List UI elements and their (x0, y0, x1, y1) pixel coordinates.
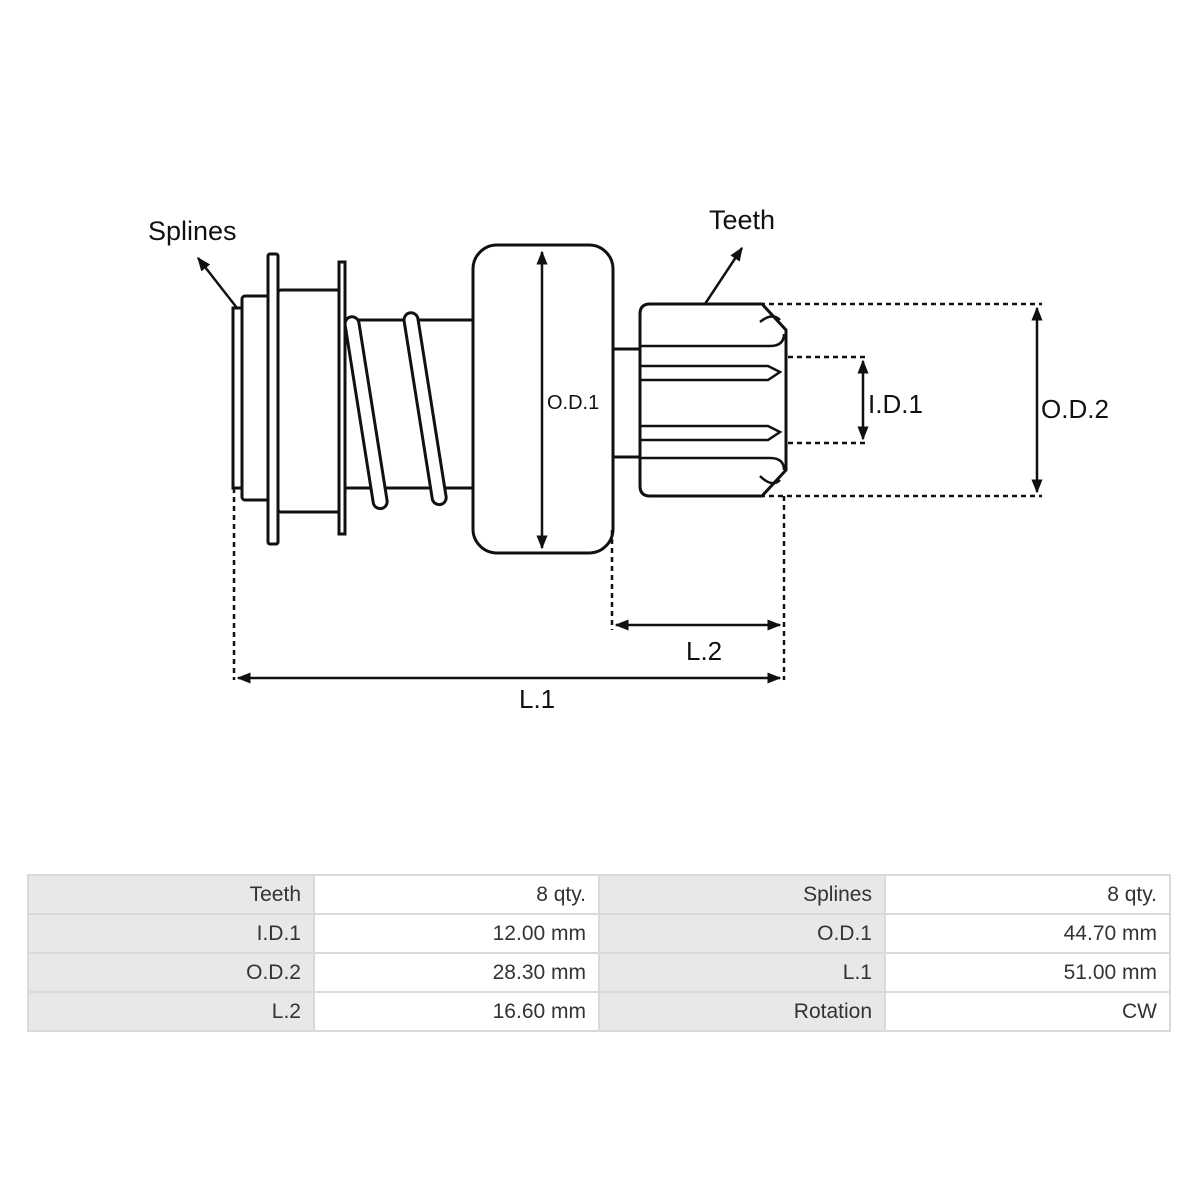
spec-label: I.D.1 (27, 913, 315, 954)
spec-value: 12.00 mm (313, 913, 600, 954)
spring-coil (402, 311, 448, 507)
spec-value: 44.70 mm (884, 913, 1171, 954)
spec-label: Splines (598, 874, 886, 915)
spec-label: Teeth (27, 874, 315, 915)
pinion-neck (611, 347, 643, 459)
spec-value: CW (884, 991, 1171, 1032)
drive-sleeve (276, 288, 344, 514)
spec-value: 16.60 mm (313, 991, 600, 1032)
spec-value: 51.00 mm (884, 952, 1171, 993)
spec-label: O.D.1 (598, 913, 886, 954)
pinion-tooth-lines (640, 315, 786, 485)
table-row: I.D.1 12.00 mm O.D.1 44.70 mm (27, 913, 1171, 954)
label-id1: I.D.1 (868, 389, 923, 419)
pinion-gear (638, 302, 788, 498)
table-row: Teeth 8 qty. Splines 8 qty. (27, 874, 1171, 915)
spec-label: O.D.2 (27, 952, 315, 993)
drive-body (231, 243, 788, 555)
spec-label: L.1 (598, 952, 886, 993)
label-od1: O.D.1 (547, 392, 599, 414)
spec-label: L.2 (27, 991, 315, 1032)
diagram-labels: Splines Teeth O.D.1 I.D.1 O.D.2 L.2 L.1 (148, 205, 1109, 714)
spec-table: Teeth 8 qty. Splines 8 qty. I.D.1 12.00 … (27, 874, 1171, 1032)
splines-leader (197, 256, 238, 309)
label-l1: L.1 (519, 684, 555, 714)
dimension-lines (197, 246, 1043, 684)
label-od2: O.D.2 (1041, 394, 1109, 424)
label-l2: L.2 (686, 636, 722, 666)
starter-drive-diagram: Splines Teeth O.D.1 I.D.1 O.D.2 L.2 L.1 (148, 205, 1109, 714)
table-row: O.D.2 28.30 mm L.1 51.00 mm (27, 952, 1171, 993)
spec-value: 8 qty. (313, 874, 600, 915)
spec-value: 28.30 mm (313, 952, 600, 993)
spring-coil (343, 315, 389, 511)
table-row: L.2 16.60 mm Rotation CW (27, 991, 1171, 1032)
spec-label: Rotation (598, 991, 886, 1032)
spec-value: 8 qty. (884, 874, 1171, 915)
label-teeth: Teeth (709, 205, 775, 235)
teeth-leader (703, 246, 744, 305)
label-splines: Splines (148, 216, 237, 246)
